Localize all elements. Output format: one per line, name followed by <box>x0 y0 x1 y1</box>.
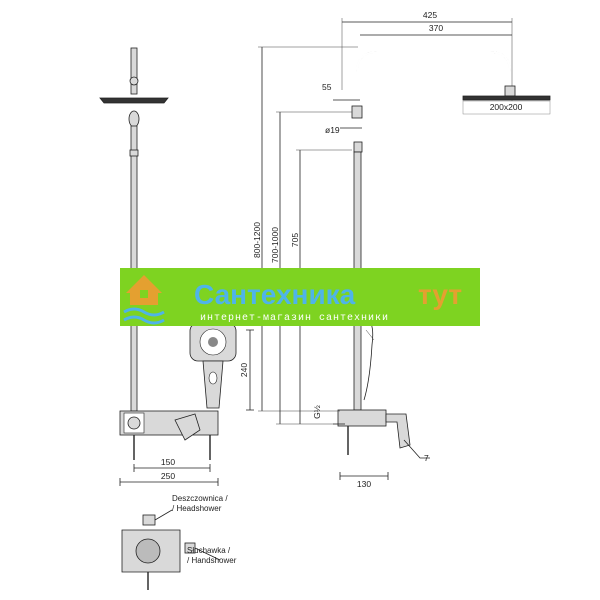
watermark: Сантехника тут интернет-магазин сантехни… <box>120 268 480 326</box>
dim-55: 55 <box>322 82 332 92</box>
dim-thread-g12: G½ <box>312 405 322 419</box>
handshower-label-en: / Handshower <box>187 556 237 565</box>
front-view: 150 250 240 14 <box>99 47 254 486</box>
dim-425: 425 <box>423 10 437 20</box>
dim-130: 130 <box>357 479 371 489</box>
dim-150: 150 <box>161 457 175 467</box>
dim-250: 250 <box>161 471 175 481</box>
dim-headshower-size: 200x200 <box>490 102 523 112</box>
handshower-label-pl: Słuchawka / <box>187 546 231 555</box>
house-logo-icon <box>123 275 165 325</box>
dim-7: 7 <box>424 453 429 463</box>
nozzle-grid <box>199 328 227 356</box>
dim-19: ø19 <box>325 125 340 135</box>
watermark-title-2: тут <box>418 279 462 310</box>
dim-800-1200: 800-1200 <box>252 222 262 258</box>
side-view: 425 370 200x200 55 ø19 7 130 <box>252 10 551 489</box>
headshower-label-en: / Headshower <box>172 504 222 513</box>
headshower-label-pl: Deszczownica / <box>172 494 228 503</box>
dim-370: 370 <box>429 23 443 33</box>
dim-705: 705 <box>290 233 300 247</box>
dim-240: 240 <box>239 363 249 377</box>
watermark-title-1: Сантехника <box>194 279 356 310</box>
watermark-subtitle: интернет-магазин сантехники <box>200 313 389 324</box>
detail-view: Deszczownica / / Headshower Słuchawka / … <box>121 494 237 590</box>
dim-700-1000: 700-1000 <box>270 227 280 263</box>
